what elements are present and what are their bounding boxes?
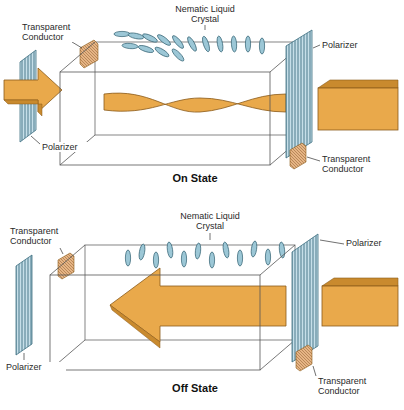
conductor (80, 40, 98, 68)
off-state-figure (16, 233, 398, 376)
part-label: Nematic Liquid Crystal (172, 4, 238, 24)
liquid-crystal-molecules (125, 241, 285, 268)
conductor (296, 345, 312, 371)
part-label: Nematic Liquid Crystal (177, 211, 243, 231)
light-block (322, 286, 398, 326)
part-label: Polarizer (322, 40, 382, 50)
part-label: Transparent Conductor (318, 376, 374, 396)
arrow-side (4, 100, 42, 116)
polarizer (292, 234, 318, 362)
on-state-figure (4, 25, 398, 169)
liquid-crystal-molecules (114, 31, 265, 62)
state-caption: On State (160, 172, 230, 185)
part-label: Polarizer (6, 362, 66, 372)
cell-back (95, 42, 305, 135)
cell-front (50, 275, 260, 370)
part-label: Polarizer (42, 142, 102, 152)
leader-lines (31, 25, 320, 161)
polarizer (286, 30, 312, 158)
light-arrow (4, 68, 62, 112)
state-caption: Off State (160, 382, 230, 395)
leader-lines (24, 233, 344, 376)
part-label: Transparent Conductor (22, 22, 74, 42)
conductor (290, 143, 306, 169)
light-ribbon (104, 93, 286, 112)
part-label: Transparent Conductor (322, 154, 378, 174)
part-label: Polarizer (346, 238, 400, 248)
part-label: Transparent Conductor (10, 226, 62, 246)
light-block (318, 88, 398, 130)
polarizer (16, 255, 32, 355)
